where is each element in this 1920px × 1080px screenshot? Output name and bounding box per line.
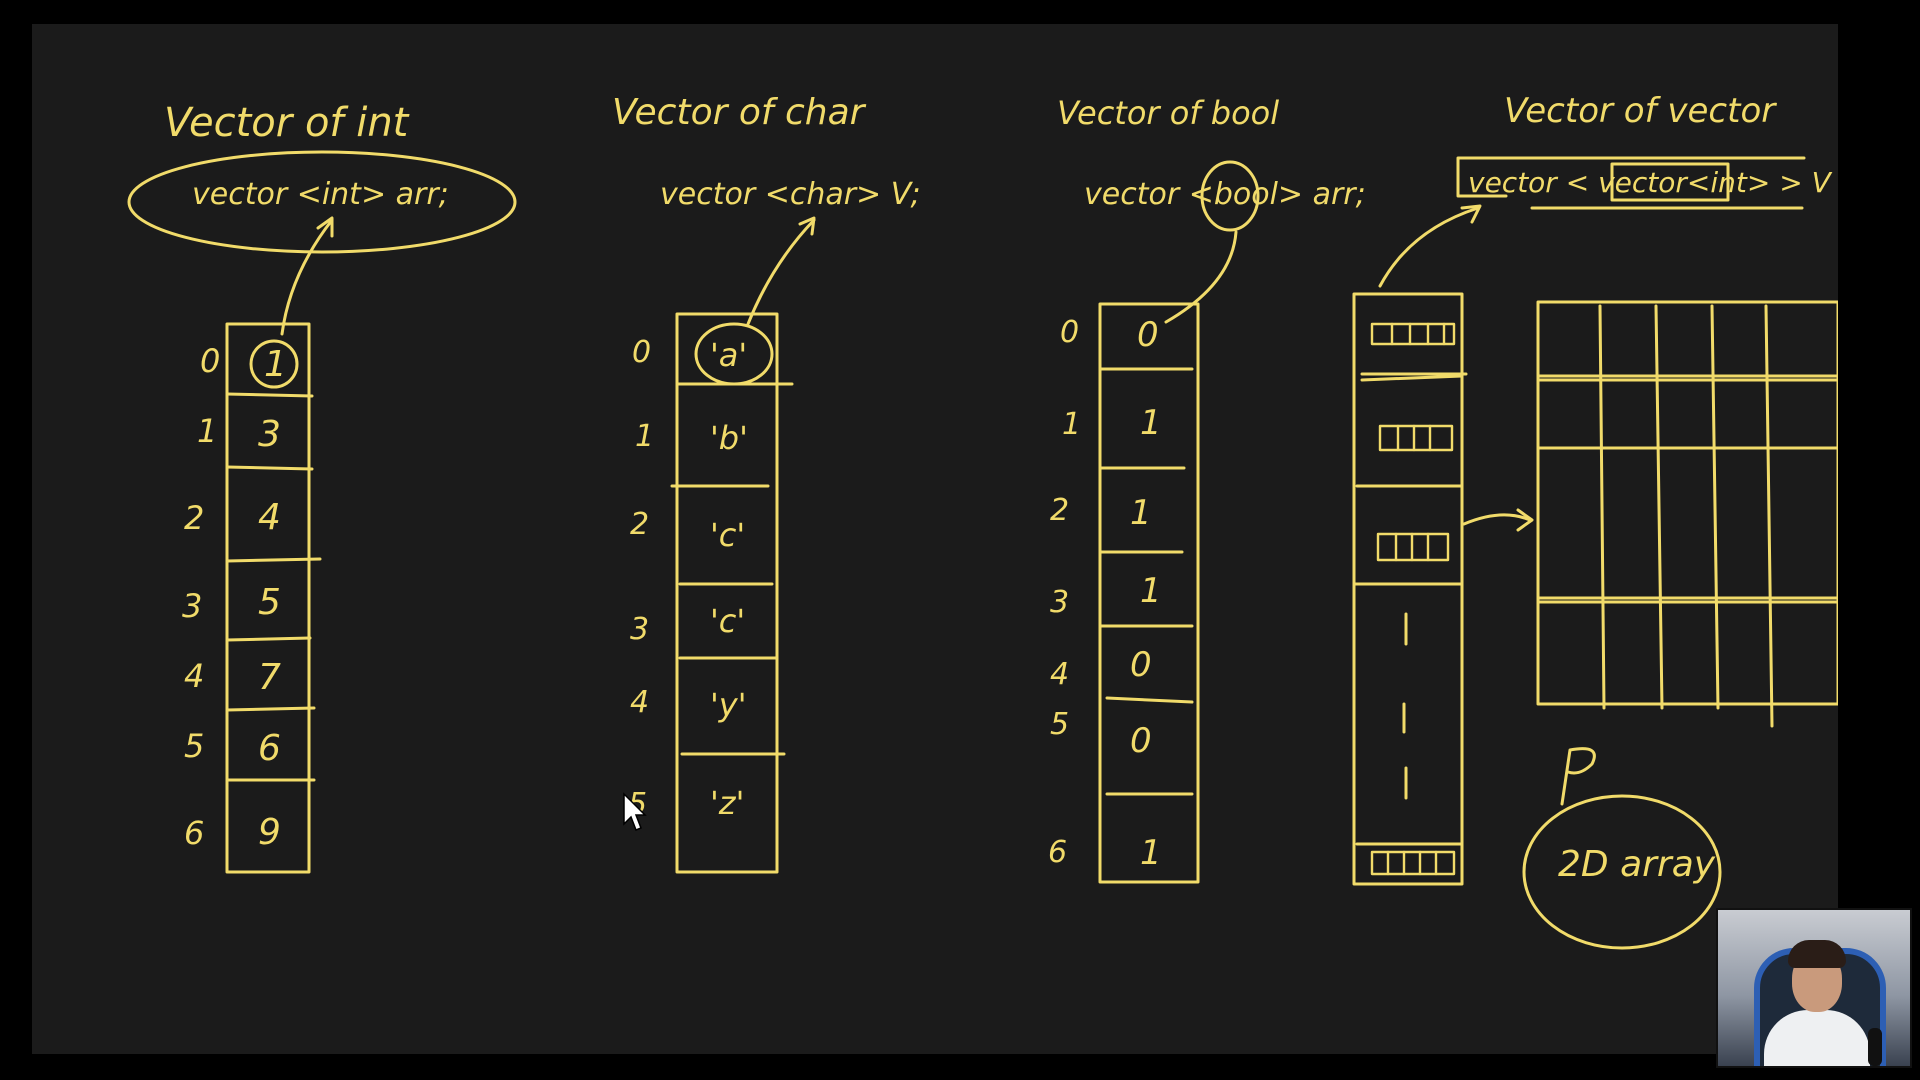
char-index: 3	[630, 612, 649, 647]
declaration-bool: vector <bool> arr;	[1084, 177, 1366, 212]
char-value: 'c'	[710, 602, 745, 640]
bool-value: 1	[1140, 403, 1162, 443]
char-arrow-head	[798, 216, 816, 236]
int-value: 4	[258, 497, 281, 538]
bool-index: 5	[1050, 707, 1069, 742]
int-value: 7	[258, 657, 281, 698]
int-indices: 0 1 2 3 4 5 6	[182, 342, 220, 852]
int-arrow-head	[316, 216, 334, 238]
whiteboard-canvas[interactable]: Vector of int vector <int> arr; 0 1 2 3 …	[32, 24, 1838, 1054]
bool-index: 3	[1050, 585, 1069, 620]
int-value: 9	[258, 812, 281, 853]
bool-indices: 0 1 2 3 4 5 6	[1048, 315, 1081, 870]
bool-value: 0	[1137, 315, 1159, 355]
char-value: 'y'	[710, 686, 747, 724]
char-vector-section: Vector of char vector <char> V; 0 1 2 3 …	[612, 92, 921, 874]
char-array-box	[675, 312, 779, 874]
int-index: 4	[184, 657, 204, 695]
bool-value: 1	[1140, 571, 1162, 611]
bool-pointer-arrow	[1164, 230, 1238, 324]
bool-values: 0 1 1 1 0 0 1	[1130, 315, 1162, 873]
char-index: 2	[630, 507, 649, 542]
char-index: 4	[630, 685, 649, 720]
char-value: 'z'	[710, 784, 744, 822]
char-value: 'a'	[710, 336, 747, 374]
char-pointer-arrow	[746, 218, 816, 326]
bool-value: 0	[1130, 721, 1152, 761]
title-char: Vector of char	[612, 92, 867, 133]
webcam-presenter-body	[1764, 1010, 1870, 1066]
bool-index: 2	[1050, 493, 1069, 528]
char-indices: 0 1 2 3 4 5	[628, 335, 654, 822]
outer-vector-dividers	[1352, 372, 1468, 846]
annotation-circle	[1522, 794, 1722, 950]
char-first-element-circle	[694, 322, 774, 386]
bool-value: 1	[1140, 833, 1162, 873]
title-bool: Vector of bool	[1057, 94, 1279, 132]
declaration-char: vector <char> V;	[660, 177, 921, 212]
int-value: 3	[258, 414, 281, 455]
bool-index: 1	[1062, 407, 1081, 442]
int-vector-section: Vector of int vector <int> arr; 0 1 2 3 …	[127, 100, 517, 874]
to-grid-arrow	[1462, 513, 1532, 526]
int-value: 5	[258, 582, 281, 623]
declaration-int-circle	[127, 150, 517, 254]
bool-value: 1	[1130, 493, 1152, 533]
vector-of-vector-section: Vector of vector vector < vector<int> > …	[1352, 91, 1838, 950]
webcam-overlay	[1716, 908, 1912, 1068]
bool-index: 4	[1050, 657, 1069, 692]
vector-pointer-arrow	[1378, 206, 1480, 288]
webcam-presenter-hair	[1788, 940, 1846, 968]
int-first-element-circle	[249, 339, 299, 389]
annotation-2d-array: 2D array	[1558, 844, 1716, 885]
microphone-icon	[1868, 1028, 1882, 1066]
annotation-arrow	[1560, 747, 1596, 806]
2d-array-grid	[1536, 300, 1838, 728]
char-values: 'a' 'b' 'c' 'c' 'y' 'z'	[710, 336, 748, 822]
outer-vector-box	[1352, 292, 1464, 886]
int-index: 0	[200, 342, 220, 380]
title-int: Vector of int	[164, 100, 410, 146]
int-index: 5	[184, 727, 204, 765]
mouse-cursor-icon	[623, 792, 647, 831]
int-array-box	[225, 322, 311, 874]
int-values: 1 3 4 5 7 6 9	[258, 344, 287, 853]
to-grid-arrow-head	[1516, 508, 1534, 532]
declaration-vector-box	[1456, 156, 1806, 210]
whiteboard-drawing: Vector of int vector <int> arr; 0 1 2 3 …	[127, 91, 1838, 950]
bool-cell-dividers	[1098, 367, 1194, 796]
bool-value: 0	[1130, 645, 1152, 685]
bool-array-box	[1098, 302, 1200, 884]
inner-vector-box	[1610, 162, 1730, 202]
char-index: 0	[632, 335, 651, 370]
vector-arrow-head	[1460, 204, 1482, 224]
char-index: 1	[635, 419, 654, 454]
declaration-vector: vector < vector<int> > V	[1468, 166, 1833, 199]
bool-vector-section: Vector of bool vector <bool> arr; 0 1 2 …	[1048, 94, 1366, 884]
char-value: 'c'	[710, 516, 745, 554]
int-index: 2	[184, 499, 204, 537]
inner-vector-icons	[1370, 322, 1456, 876]
bool-type-circle	[1200, 160, 1260, 232]
int-index: 6	[184, 814, 204, 852]
title-vector: Vector of vector	[1504, 91, 1777, 131]
char-value: 'b'	[710, 419, 748, 457]
int-value: 1	[264, 344, 287, 385]
int-index: 1	[197, 412, 217, 450]
int-index: 3	[182, 587, 202, 625]
int-pointer-arrow	[280, 218, 334, 336]
bool-index: 6	[1048, 835, 1067, 870]
declaration-int: vector <int> arr;	[192, 177, 449, 212]
int-cell-dividers	[225, 392, 322, 782]
bool-index: 0	[1060, 315, 1079, 350]
int-value: 6	[258, 728, 281, 769]
